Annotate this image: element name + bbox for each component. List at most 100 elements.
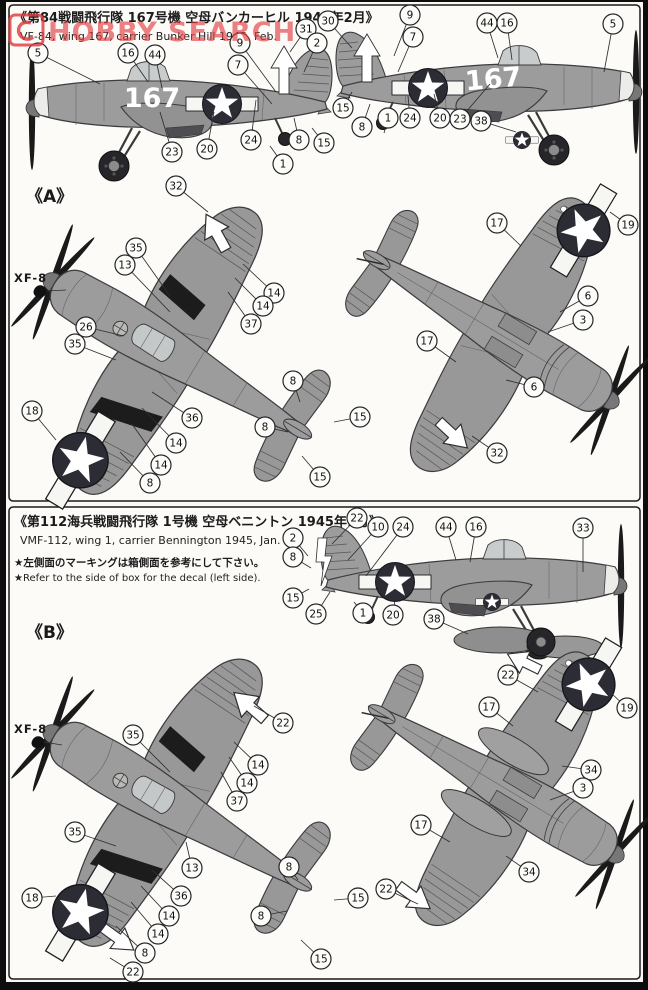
svg-text:8: 8 [296, 135, 303, 147]
svg-text:6: 6 [585, 291, 592, 303]
callout-35: 35 [122, 724, 171, 773]
svg-text:44: 44 [439, 522, 453, 534]
callout-25: 25 [305, 591, 331, 625]
svg-text:19: 19 [620, 703, 633, 715]
svg-text:15: 15 [313, 472, 326, 484]
callout-44: 44 [144, 44, 166, 89]
section-title-jp: 《第112海兵戦闘飛行隊 1号機 空母ベニントン 1945年1月》 [14, 514, 382, 530]
svg-text:18: 18 [25, 893, 38, 905]
svg-text:24: 24 [244, 135, 258, 147]
svg-text:14: 14 [240, 778, 254, 790]
aircraft-number: 167 [464, 62, 523, 98]
callout-17: 17 [410, 814, 451, 843]
paint-label: XF-8 [14, 722, 47, 736]
callout-15: 15 [282, 587, 310, 609]
svg-text:13: 13 [185, 863, 198, 875]
callout-8: 8 [288, 117, 310, 151]
callout-24: 24 [365, 516, 414, 577]
callout-22: 22 [253, 705, 294, 734]
drop-tank [440, 789, 512, 837]
section-title-en: VF-84, wing 167, carrier Bunker Hill 194… [20, 30, 277, 43]
svg-text:22: 22 [379, 884, 392, 896]
svg-text:37: 37 [244, 319, 257, 331]
paint-blob-icon [31, 736, 45, 749]
watermark-logo-icon [8, 13, 45, 47]
callout-35: 35 [125, 237, 171, 297]
callout-15: 15 [301, 455, 331, 488]
svg-text:23: 23 [453, 114, 466, 126]
callout-22: 22 [109, 957, 144, 983]
svg-text:44: 44 [480, 18, 494, 30]
callout-24: 24 [399, 95, 421, 129]
svg-text:44: 44 [148, 50, 162, 62]
callout-3: 3 [547, 309, 594, 333]
svg-text:8: 8 [258, 911, 265, 923]
svg-text:15: 15 [317, 138, 330, 150]
callout-8: 8 [115, 925, 156, 964]
callout-7: 7 [227, 54, 273, 105]
section-a: 167 167 XF-8 《A》 《第84戦闘飛行隊 167号機 空母バンカー [0, 4, 648, 579]
callout-18: 18 [21, 887, 57, 909]
svg-text:22: 22 [276, 718, 289, 730]
watermark-text: HOBBY SEARCH [48, 17, 296, 48]
callout-14: 14 [131, 423, 172, 476]
callout-36: 36 [151, 391, 203, 429]
svg-text:34: 34 [584, 765, 598, 777]
callout-9: 9 [229, 32, 277, 93]
paint-callout: XF-8 [14, 722, 63, 749]
callout-8: 8 [282, 546, 312, 569]
svg-text:9: 9 [407, 10, 414, 22]
svg-text:36: 36 [185, 413, 199, 425]
watermark: HOBBY SEARCH [8, 13, 296, 48]
drop-tank [477, 727, 549, 776]
svg-text:19: 19 [621, 220, 634, 232]
section-title-en: VMF-112, wing 1, carrier Bennington 1945… [20, 534, 281, 547]
svg-text:38: 38 [474, 116, 487, 128]
svg-text:6: 6 [531, 382, 538, 394]
callout-19: 19 [609, 691, 638, 719]
svg-text:3: 3 [580, 315, 587, 327]
svg-text:22: 22 [126, 967, 139, 979]
svg-text:22: 22 [501, 670, 514, 682]
callout-22: 22 [497, 664, 539, 693]
svg-text:36: 36 [174, 891, 188, 903]
callout-15: 15 [333, 887, 369, 909]
callout-16: 16 [465, 516, 487, 563]
svg-text:17: 17 [490, 218, 503, 230]
callout-13: 13 [114, 254, 171, 313]
callout-5: 5 [602, 13, 624, 73]
callout-14: 14 [228, 756, 258, 794]
svg-text:5: 5 [35, 48, 42, 60]
svg-text:7: 7 [410, 32, 417, 44]
svg-text:15: 15 [353, 412, 366, 424]
callout-33: 33 [572, 517, 594, 572]
callout-38: 38 [470, 110, 517, 133]
bottom-view-aircraft [287, 571, 648, 990]
callout-8: 8 [282, 370, 304, 403]
svg-text:15: 15 [336, 103, 349, 115]
callout-15: 15 [333, 406, 371, 428]
callout-20: 20 [382, 591, 404, 626]
svg-text:23: 23 [165, 147, 178, 159]
svg-text:31: 31 [299, 24, 312, 36]
svg-text:24: 24 [403, 113, 417, 125]
callout-6: 6 [559, 285, 599, 313]
svg-text:25: 25 [309, 609, 322, 621]
paint-callout: XF-8 [14, 271, 67, 298]
svg-text:8: 8 [147, 478, 154, 490]
callout-1: 1 [352, 601, 374, 624]
svg-text:15: 15 [286, 593, 299, 605]
callout-14: 14 [233, 741, 269, 776]
svg-text:13: 13 [118, 260, 131, 272]
callout-24: 24 [240, 99, 262, 151]
callout-30: 30 [317, 10, 353, 49]
svg-text:35: 35 [129, 243, 142, 255]
callout-13: 13 [181, 841, 203, 879]
svg-text:1: 1 [385, 113, 392, 125]
callout-20: 20 [196, 111, 218, 160]
callout-22: 22 [331, 507, 368, 545]
svg-text:38: 38 [427, 614, 440, 626]
svg-text:26: 26 [79, 322, 93, 334]
callout-23: 23 [159, 111, 183, 163]
